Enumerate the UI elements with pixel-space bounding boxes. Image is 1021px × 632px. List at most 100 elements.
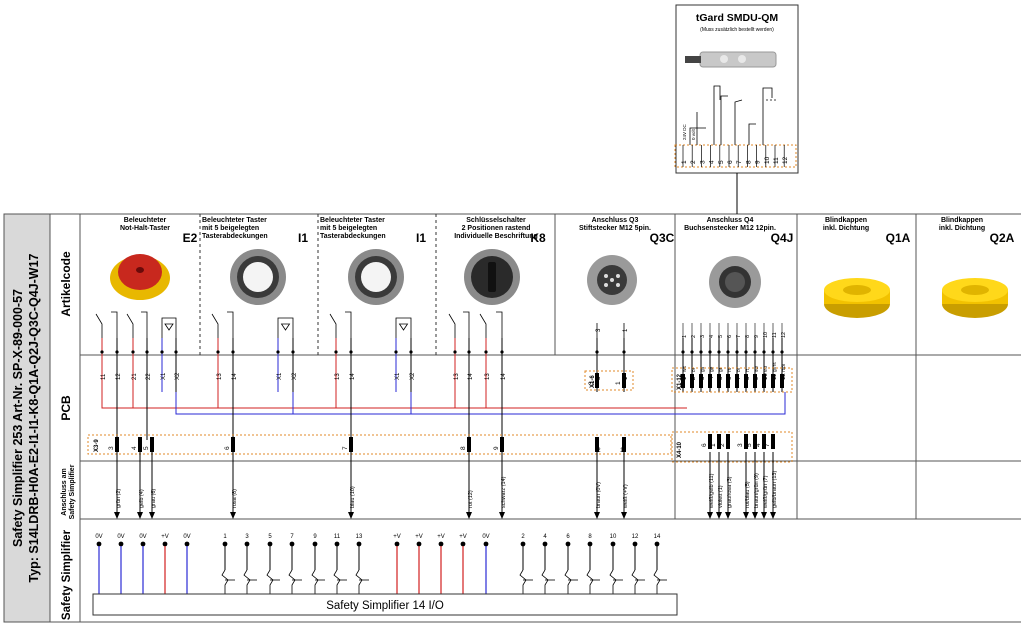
q1a-blind-cap-image (824, 278, 890, 318)
module-code-k8: K8 (530, 231, 546, 245)
pcb-node (453, 350, 457, 354)
ss-input-symbol (288, 569, 296, 594)
ss-terminal-dot (184, 541, 190, 547)
title-line-1: Safety Simplifier 253 Art-Nr. SP-X-89-00… (11, 289, 25, 547)
ss-terminal-dot (162, 541, 168, 547)
arrow-icon (466, 512, 472, 519)
module-code-i1a: I1 (298, 231, 308, 245)
ss-terminal-dot (244, 541, 250, 547)
module-title-line: Blindkappen (825, 217, 867, 224)
ss-terminal-dot (542, 541, 548, 547)
pcb-node (394, 350, 398, 354)
tgard-pin-number: 1 (681, 160, 688, 164)
ss-terminal-label: +V (393, 534, 401, 540)
x4-pin-number: 3 (737, 443, 744, 447)
q4-color-code: ge (710, 366, 715, 372)
pcb-node (216, 350, 220, 354)
ss-terminal-dot (483, 541, 489, 547)
arrow-icon (752, 512, 758, 519)
ss-terminal-dot (460, 541, 466, 547)
x112-terminal-block (735, 374, 739, 388)
pcb-bus-blue (175, 392, 786, 415)
q4-pin-number: 12 (781, 332, 787, 338)
contact-symbol (345, 311, 352, 338)
group-x1-box (584, 370, 634, 391)
x112-terminal-block (762, 374, 766, 388)
ss-terminal-label: 0V (117, 534, 124, 540)
ss-terminal-label: 10 (610, 534, 617, 540)
e2-estop-image (110, 254, 170, 300)
ss-input-symbol (311, 569, 319, 594)
ss-terminal-dot (96, 541, 102, 547)
ss-terminal-label: 13 (356, 534, 363, 540)
lamp-symbol (161, 317, 177, 338)
ss-terminal-label: 14 (654, 534, 661, 540)
ss-terminal-label: 0V (183, 534, 190, 540)
q3-pin-number: 1 (623, 328, 629, 332)
module-title-line: inkl. Dichtung (823, 225, 869, 232)
wire-label: rot (12) (468, 490, 474, 508)
wire-label: rosa (8) (232, 489, 238, 508)
ss-terminal-label: 11 (334, 534, 341, 540)
x112-terminal-block (753, 374, 757, 388)
ss-terminal-dot (632, 541, 638, 547)
x3-pin-number: 9 (493, 446, 500, 450)
x3-terminal-block (467, 437, 471, 452)
tgard-pin-group (674, 144, 797, 168)
tgard-pin-label: 24V DC (682, 123, 687, 140)
x112-terminal-block (780, 374, 784, 388)
x3-pin-number: 4 (131, 446, 138, 450)
x4-pin-number: 7 (764, 443, 771, 447)
ss-terminal-label: 0V (482, 534, 489, 540)
pcb-node (131, 350, 135, 354)
tgard-subtitle: (Muss zusätzlich bestellt werden) (700, 27, 774, 33)
pcb-node (174, 350, 178, 354)
q4-pin-number: 5 (718, 335, 724, 338)
ss-input-symbol (653, 569, 661, 594)
pcb-node (231, 350, 235, 354)
x112-terminal-block (726, 374, 730, 388)
x4-terminal-block (753, 434, 757, 449)
module-code-q3c: Q3C (650, 231, 675, 245)
q3-lower-pin: 2 (597, 447, 601, 454)
tgard-internal-circuit (689, 85, 778, 145)
tgard-pin-label: 0 volt (691, 128, 696, 140)
module-title-line: 2 Positionen rastend (462, 225, 531, 232)
x112-terminal-block (708, 374, 712, 388)
q4-color-code: br (691, 367, 697, 372)
tgard-pin-number: 5 (718, 160, 725, 164)
q4-color-code: ws (683, 366, 688, 372)
tgard-title: tGard SMDU-QM (696, 12, 779, 24)
ss-terminal-dot (654, 541, 660, 547)
group-x4-box (671, 431, 793, 463)
x1-lower-block (595, 437, 599, 452)
x3-pin-number: 8 (460, 446, 467, 450)
arrow-icon (137, 512, 143, 519)
anschluss-wires: grün (2)gelb (4)grau (6)rosa (8)blau (10… (114, 452, 778, 519)
x1-terminal-block (595, 373, 599, 388)
pcb-terminal-label: 14 (501, 373, 507, 380)
tgard-pin-number: 10 (764, 156, 771, 164)
pcb-node (409, 350, 413, 354)
q4-pin-number: 9 (754, 335, 760, 338)
pcb-node (467, 350, 471, 354)
pcb-node (717, 350, 721, 354)
contact-symbol (329, 313, 337, 338)
pcb-node (762, 350, 766, 354)
ss-input-symbol (333, 569, 341, 594)
module-headers: BeleuchteterNot-Halt-TasterE2Beleuchtete… (120, 217, 1015, 245)
column-dividers-solid (554, 214, 917, 519)
module-title-line: Anschluss Q3 (592, 217, 639, 224)
led-symbol (280, 323, 291, 331)
pcb-node (160, 350, 164, 354)
pcb-terminal-label: 11 (101, 373, 107, 380)
pcb-node (500, 350, 504, 354)
ss-terminal-label: 2 (521, 534, 525, 540)
x4-terminal-block (708, 434, 712, 449)
q4-color-code: bl (736, 368, 742, 372)
ss-terminal-label: 9 (313, 534, 317, 540)
